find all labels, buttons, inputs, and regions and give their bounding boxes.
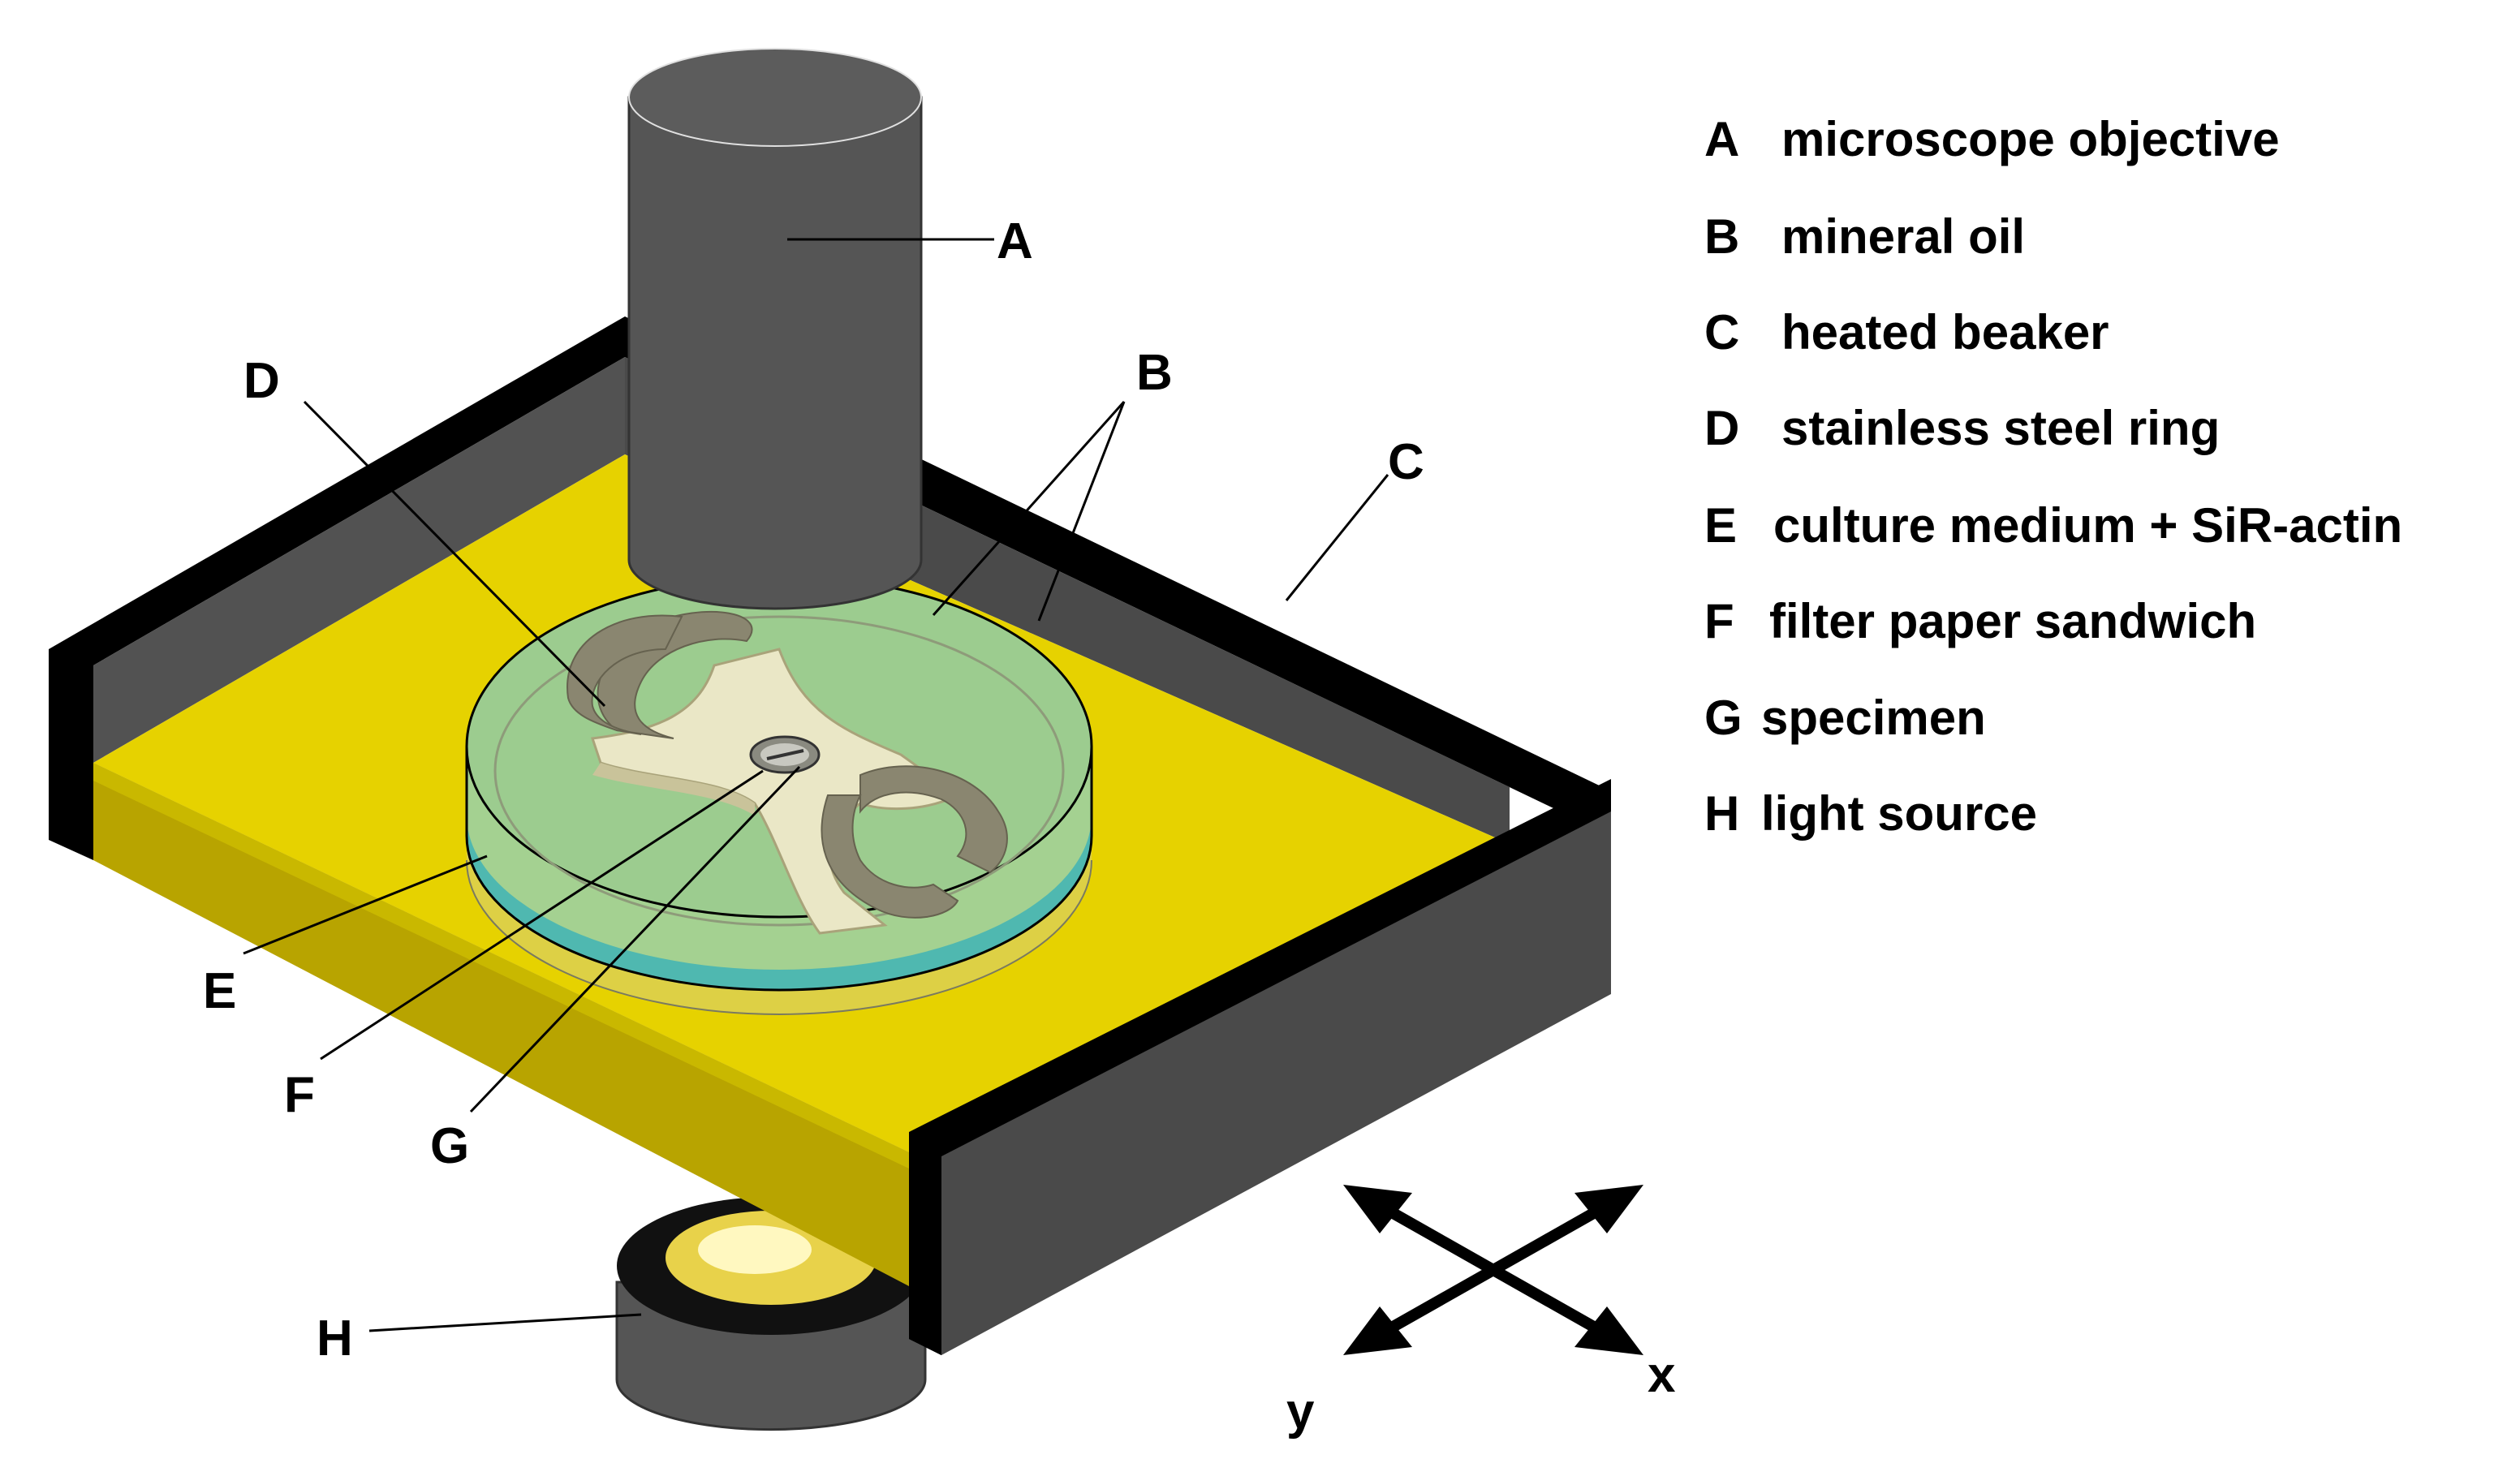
callout-h: H xyxy=(317,1311,353,1367)
legend-text: heated beaker xyxy=(1781,305,2109,359)
legend-text: specimen xyxy=(1761,691,1986,745)
legend-letter: C xyxy=(1704,305,1739,359)
callout-f: F xyxy=(284,1067,315,1123)
legend-letter: D xyxy=(1704,401,1739,455)
legend-letter: A xyxy=(1704,112,1739,166)
legend-text: filter paper sandwich xyxy=(1769,594,2256,648)
callout-g: G xyxy=(430,1118,469,1174)
leader-lines xyxy=(243,238,1389,1332)
specimen xyxy=(749,735,821,774)
legend-text: microscope objective xyxy=(1781,112,2280,166)
callout-e: E xyxy=(203,963,236,1019)
axis-arrows: x y xyxy=(1286,1185,1676,1440)
callout-c: C xyxy=(1388,434,1424,490)
callout-d: D xyxy=(243,353,280,409)
callout-a: A xyxy=(997,213,1033,269)
legend-letter: H xyxy=(1704,786,1739,841)
legend-text: light source xyxy=(1761,786,2037,841)
legend-text: mineral oil xyxy=(1781,209,2025,264)
axis-x-label: x xyxy=(1648,1347,1676,1403)
axis-y-label: y xyxy=(1286,1384,1315,1440)
legend-text: stainless steel ring xyxy=(1781,401,2220,455)
stainless-steel-ring-right xyxy=(821,765,1008,919)
legend-letter: G xyxy=(1704,691,1742,745)
legend-text: culture medium + SiR-actin xyxy=(1773,498,2402,553)
legend-letter: B xyxy=(1704,209,1739,264)
legend-letter: F xyxy=(1704,594,1734,648)
microscope-objective xyxy=(627,48,923,610)
legend-letter: E xyxy=(1704,498,1737,553)
callout-b: B xyxy=(1136,345,1173,401)
